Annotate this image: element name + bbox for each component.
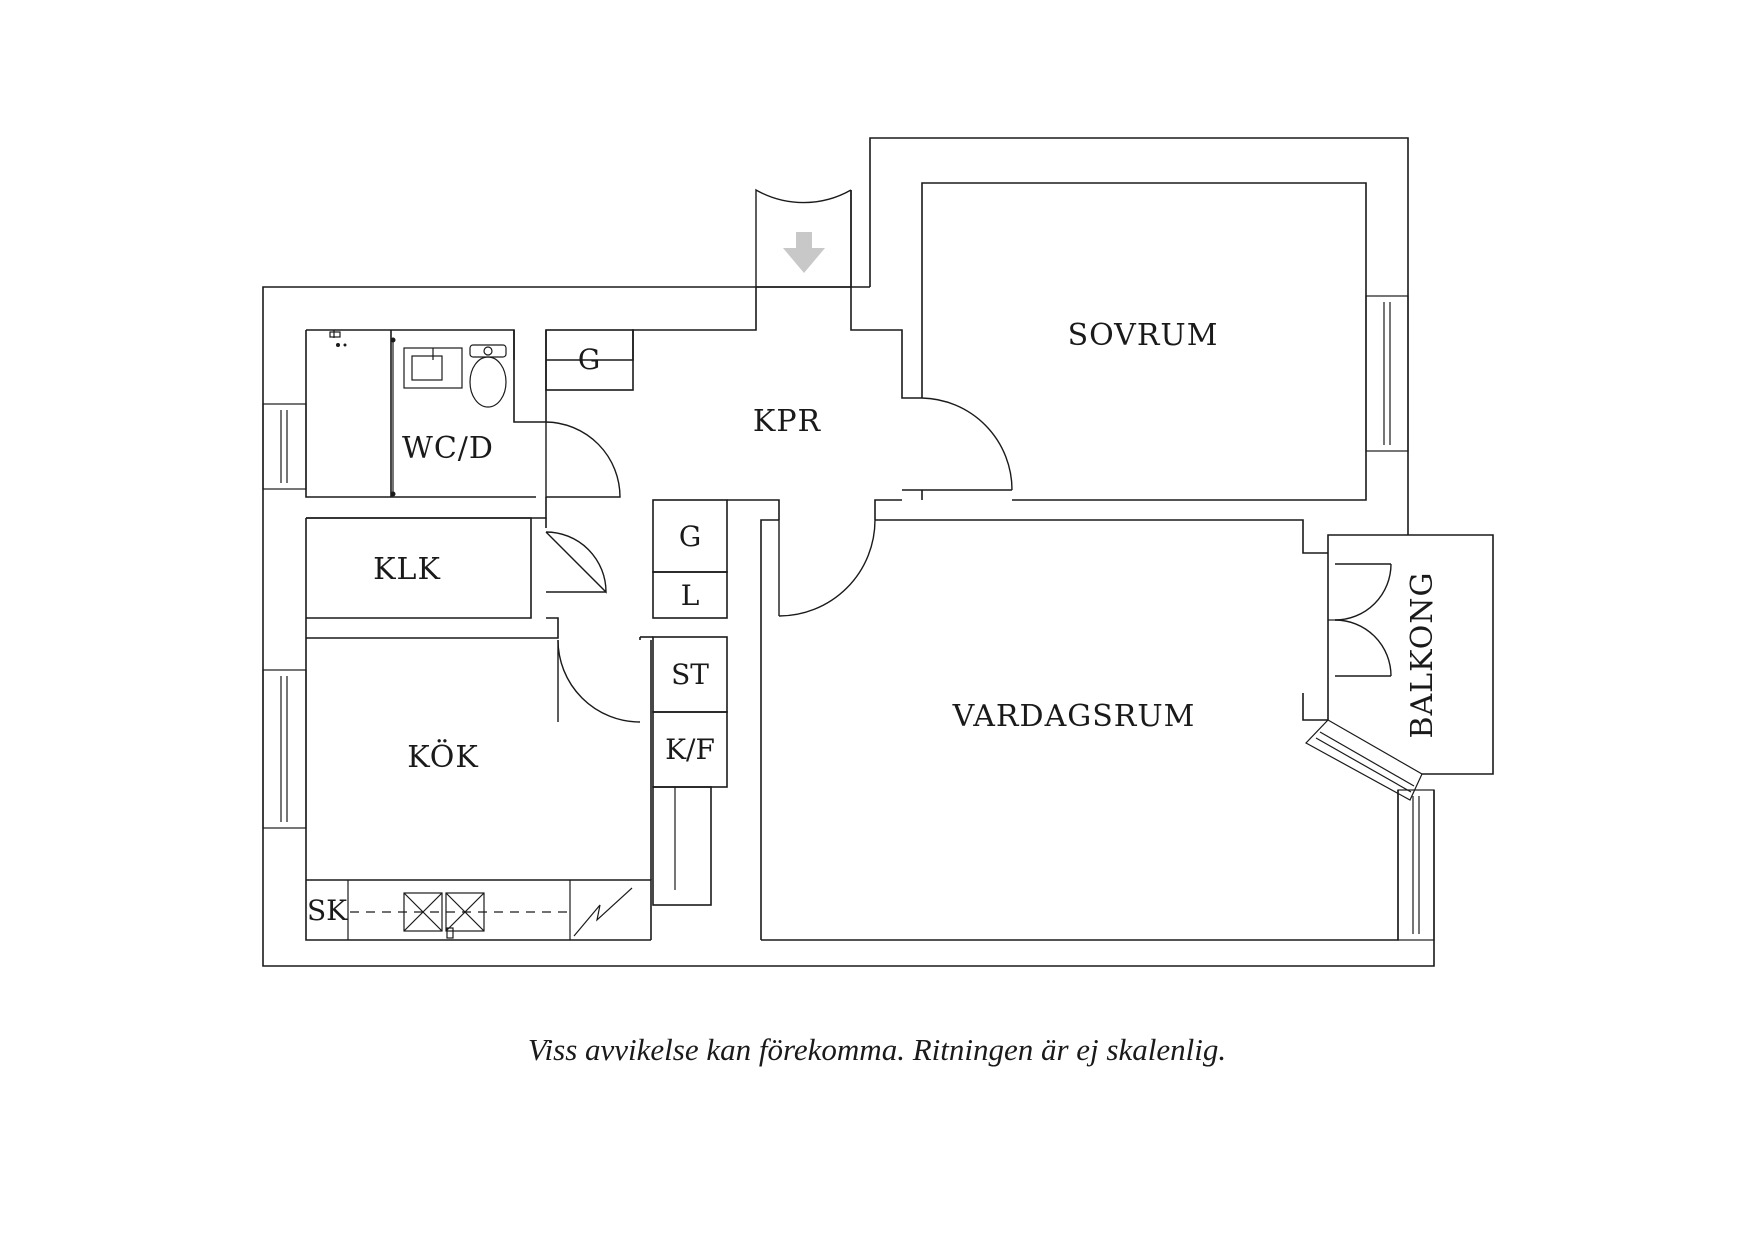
klk-room [306,497,547,619]
wcd-room [306,329,547,497]
vardagsrum-room [760,499,1328,940]
window-vardagsrum [1397,789,1435,941]
balkong-area [1327,534,1494,775]
window-sovrum [1365,295,1409,452]
kpr-label: KPR [753,404,822,439]
kitchen-counter [347,880,571,940]
hall-closets [639,499,728,906]
stove-icon [403,892,485,939]
window-kok [262,669,307,829]
closet-st-label: ST [671,658,709,691]
window-wc [262,403,307,490]
sink-icon [403,347,463,389]
kok-label: KÖK [407,739,479,775]
shower-head-icon [329,330,347,347]
closet-l-label: L [681,579,700,612]
dishwasher-icon [573,887,633,937]
kok-room [306,617,652,940]
closet-g-mid-label: G [679,520,701,553]
wcd-label: WC/D [402,431,494,466]
disclaimer-caption: Viss avvikelse kan förekomma. Ritningen … [527,1032,1227,1067]
closet-kf-label: K/F [665,733,715,766]
hall-walls [727,286,851,520]
sovrum-label: SOVRUM [1068,318,1219,353]
window-bay [1305,719,1423,801]
vardagsrum-label: VARDAGSRUM [952,699,1196,734]
entrance-arrow-icon [783,232,825,273]
closet-g-top [545,329,634,391]
sovrum-room [902,182,1367,501]
door-swings [545,188,1392,723]
balkong-label: BALKONG [1405,571,1440,738]
sk-label: SK [307,894,348,927]
closet-g-top-label: G [578,343,600,376]
klk-label: KLK [373,552,441,587]
shower-curtain-icon [390,337,396,497]
toilet-icon [469,344,507,408]
